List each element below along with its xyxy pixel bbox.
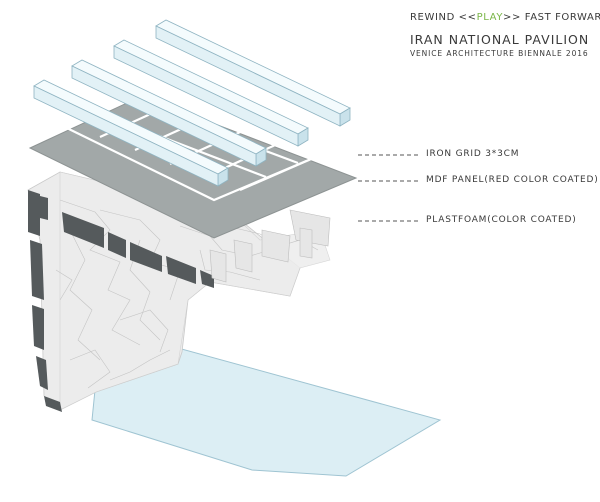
callout-plastfoam: PLASTFOAM(COLOR COATED): [426, 215, 577, 225]
front-cut-edges: [62, 212, 214, 288]
exhibition-subtitle: VENICE ARCHITECTURE BIENNALE 2016: [410, 49, 589, 58]
wall-cut-edges: [28, 190, 62, 412]
callout-iron-grid: IRON GRID 3*3CM: [426, 149, 520, 159]
leader-lines: [358, 154, 420, 222]
title-suffix: >> FAST FORWARD: [503, 12, 600, 23]
pavilion-name: IRAN NATIONAL PAVILION: [410, 32, 590, 47]
exhibition-title: REWIND <<PLAY>> FAST FORWARD: [410, 12, 600, 23]
title-prefix: REWIND <<: [410, 12, 477, 23]
foam-blocks: [209, 209, 331, 283]
title-highlight: PLAY: [476, 12, 504, 23]
beams: [33, 19, 351, 187]
callout-mdf-panel: MDF PANEL(RED COLOR COATED): [426, 175, 599, 185]
